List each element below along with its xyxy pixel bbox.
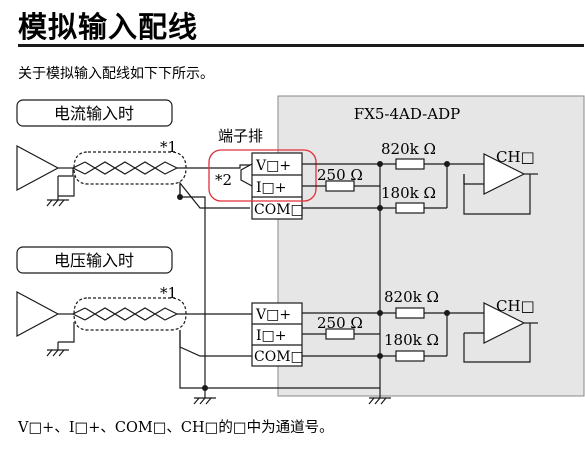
current-terminal-v: V□+ <box>255 158 291 174</box>
voltage-cable-note: *1 <box>160 284 177 302</box>
voltage-resistor-820k-label: 820k Ω <box>384 288 439 306</box>
voltage-terminal-com: COM□ <box>254 349 304 365</box>
voltage-cable-shield <box>73 297 187 331</box>
current-channel-label: CH□ <box>496 148 535 166</box>
current-resistor-250-label: 250 Ω <box>317 166 363 184</box>
current-cable-shield <box>73 151 187 185</box>
jumper-note: *2 <box>215 171 232 189</box>
current-op-amp <box>483 153 526 195</box>
voltage-resistor-820k <box>395 307 425 319</box>
footnote-text: V□+、I□+、COM□、CH□的□中为通道号。 <box>18 420 334 436</box>
voltage-resistor-250-label: 250 Ω <box>317 314 363 332</box>
current-input-section: 电流输入时 端子排 *1 V□+ I□+ <box>16 99 538 388</box>
voltage-op-amp <box>483 302 526 344</box>
voltage-resistor-180k <box>395 350 425 362</box>
intro-text: 关于模拟输入配线如下下所示。 <box>18 66 214 82</box>
voltage-channel-label: CH□ <box>496 297 535 315</box>
voltage-source-symbol <box>16 290 60 338</box>
voltage-terminal-i: I□+ <box>256 328 287 344</box>
current-terminal-i: I□+ <box>256 180 287 196</box>
voltage-terminal-v: V□+ <box>255 307 291 323</box>
current-twisted-pair <box>84 161 178 175</box>
module-box <box>277 95 585 397</box>
voltage-input-section: 电压输入时 *1 V□+ I□+ COM□ 820k Ω <box>16 246 538 405</box>
current-source-symbol <box>16 144 60 192</box>
voltage-terminal-block <box>251 302 303 367</box>
current-cable-note: *1 <box>160 138 177 156</box>
current-resistor-820k <box>395 158 425 170</box>
voltage-input-label-box <box>16 246 173 274</box>
title-underline <box>18 44 584 47</box>
current-terminal-block <box>251 152 303 220</box>
module-name: FX5-4AD-ADP <box>354 105 460 123</box>
terminal-block-label: 端子排 <box>218 127 263 145</box>
voltage-twisted-pair <box>84 307 178 321</box>
page-title: 模拟输入配线 <box>18 10 199 44</box>
current-terminal-com: COM□ <box>254 202 304 218</box>
current-resistor-820k-label: 820k Ω <box>381 140 436 158</box>
current-input-label-box <box>16 99 173 127</box>
jumper-wire <box>240 163 253 187</box>
voltage-input-label: 电压输入时 <box>54 251 134 270</box>
jumper-highlight <box>208 149 317 202</box>
current-resistor-180k-label: 180k Ω <box>381 184 436 202</box>
voltage-resistor-180k-label: 180k Ω <box>384 331 439 349</box>
current-resistor-180k <box>395 202 425 214</box>
current-input-label: 电流输入时 <box>54 104 134 123</box>
